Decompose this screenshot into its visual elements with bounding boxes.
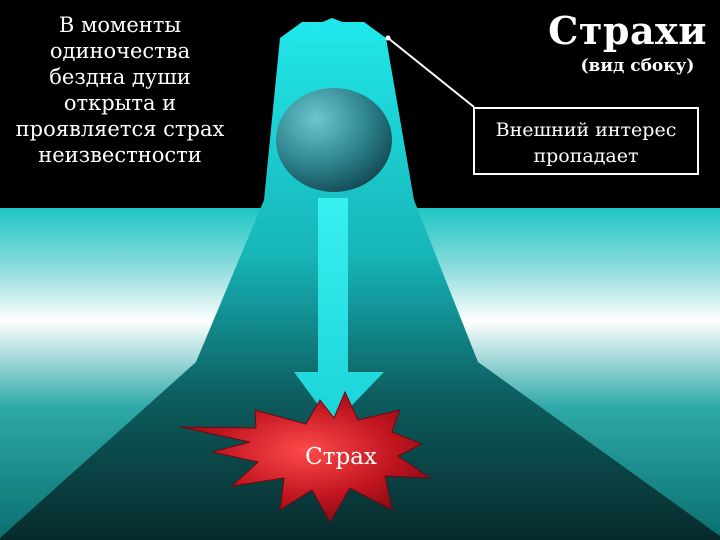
caption-line: бездна души	[49, 65, 191, 89]
info-box-line: Внешний интерес	[495, 119, 677, 141]
caption-line: проявляется страх	[15, 117, 225, 141]
slide-title: Страхи	[548, 8, 707, 53]
down-arrow	[294, 198, 384, 425]
fear-label: Страх	[305, 444, 377, 470]
info-box-line: пропадает	[533, 145, 639, 167]
sphere	[276, 88, 392, 192]
caption-line: одиночества	[49, 39, 191, 63]
caption-line: В моменты	[58, 13, 182, 37]
mountain-shape	[0, 22, 720, 540]
loneliness-caption: В моменты одиночества бездна души открыт…	[0, 12, 240, 168]
pointer-dot	[385, 35, 391, 41]
fear-burst	[179, 390, 432, 524]
pointer-line	[387, 37, 475, 108]
caption-line: открыта и	[63, 91, 177, 115]
external-interest-box: Внешний интерес пропадает	[473, 107, 699, 175]
caption-line: неизвестности	[38, 143, 202, 167]
slide-subtitle: (вид сбоку)	[580, 56, 695, 76]
peak-cap	[280, 18, 388, 42]
